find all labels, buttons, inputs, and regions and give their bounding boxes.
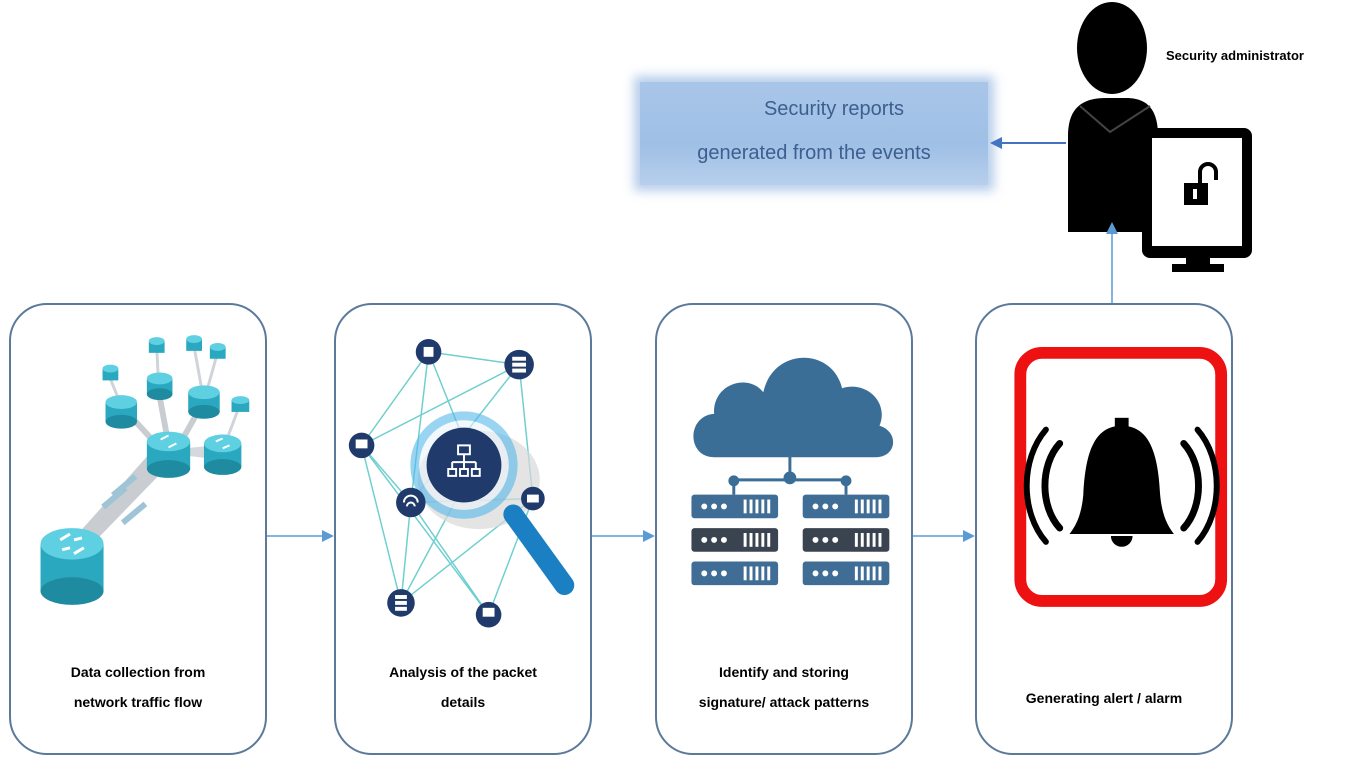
arrow-step1-to-step2 — [267, 530, 334, 542]
step-caption-packet-analysis: Analysis of the packet details — [346, 657, 580, 717]
caption-line1: Analysis of the packet — [389, 664, 537, 680]
network-routers-icon — [40, 335, 250, 605]
step-box-signature-storage: Identify and storing signature/ attack p… — [655, 303, 913, 755]
step-box-packet-analysis: Analysis of the packet details — [334, 303, 592, 755]
step-caption-alert-generation: Generating alert / alarm — [987, 683, 1221, 713]
caption-line1: Generating alert / alarm — [1025, 690, 1183, 706]
step-caption-data-collection: Data collection from network traffic flo… — [21, 657, 255, 717]
step-box-alert-generation: Generating alert / alarm — [975, 303, 1233, 755]
caption-line2: details — [440, 694, 486, 710]
magnifier-network-icon — [348, 339, 575, 628]
arrow-alert-to-admin — [1106, 222, 1118, 303]
step-box-data-collection: Data collection from network traffic flo… — [9, 303, 267, 755]
step-caption-signature-storage: Identify and storing signature/ attack p… — [667, 657, 901, 717]
caption-line1: Data collection from — [70, 664, 206, 680]
arrow-admin-to-report — [990, 137, 1066, 149]
caption-line2: signature/ attack patterns — [698, 694, 870, 710]
arrow-step2-to-step3 — [592, 530, 655, 542]
admin-label: Security administrator — [1166, 48, 1304, 63]
alarm-bell-icon — [1014, 346, 1228, 607]
security-report-box: Security reports generated from the even… — [640, 82, 988, 185]
report-text-line2: generated from the events — [697, 142, 931, 164]
caption-line2: network traffic flow — [73, 694, 203, 710]
report-text-line1: Security reports — [763, 98, 905, 120]
arrow-step3-to-step4 — [913, 530, 975, 542]
cloud-servers-icon — [691, 357, 894, 586]
caption-line1: Identify and storing — [719, 664, 849, 680]
unlocked-monitor-icon — [1142, 128, 1252, 272]
